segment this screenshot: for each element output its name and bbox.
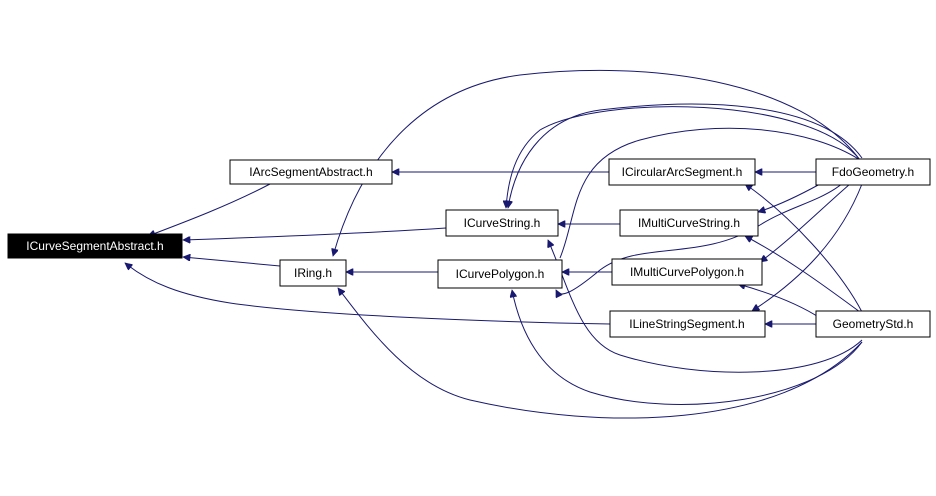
node-icurvestring[interactable]: ICurveString.h — [445, 209, 559, 237]
node-label: IRing.h — [294, 266, 332, 280]
edge-fdogeometry-to-icurvepolygon — [555, 159, 863, 294]
edge-fdogeometry-to-imulticurvestring — [758, 183, 821, 212]
node-label: IMultiCurveString.h — [638, 216, 740, 230]
node-label: ICurvePolygon.h — [456, 267, 545, 281]
node-imulticurvepolygon[interactable]: IMultiCurvePolygon.h — [611, 258, 763, 286]
edge-layer — [125, 69, 863, 419]
node-imulticurvestring[interactable]: IMultiCurveString.h — [619, 209, 759, 237]
edge-icurvestring-to-icurvesegmentabstract — [183, 227, 447, 240]
node-ilinestringsegment[interactable]: ILineStringSegment.h — [609, 310, 766, 338]
node-fdogeometry[interactable]: FdoGeometry.h — [815, 158, 931, 186]
node-icirculararcsegment[interactable]: ICircularArcSegment.h — [608, 158, 756, 186]
node-label: ICurveString.h — [464, 216, 541, 230]
edge-fdogeometry-to-icurvestring — [508, 103, 863, 208]
node-iarcsegmentabstract[interactable]: IArcSegmentAbstract.h — [229, 159, 393, 185]
edge-fdogeometry-to-imulticurvepolygon — [760, 183, 851, 262]
node-label: IMultiCurvePolygon.h — [630, 265, 744, 279]
edge-geometrystd-to-icurvestring — [548, 240, 863, 373]
edge-ilinestringsegment-to-icurvesegmentabstract — [125, 263, 611, 325]
edge-geometrystd-to-imulticurvestring — [745, 235, 861, 313]
edge-fdogeometry-to-ilinestringsegment — [752, 183, 863, 311]
edge-iarcsegmentabstract-to-icurvesegmentabstract — [148, 183, 271, 236]
edge-geometrystd-to-imulticurvepolygon — [738, 284, 821, 319]
node-label: ICircularArcSegment.h — [622, 165, 743, 179]
node-label: GeometryStd.h — [833, 317, 914, 331]
edge-geometrystd-to-icurvepolygon — [512, 290, 863, 405]
node-label: FdoGeometry.h — [832, 165, 914, 179]
edge-geometrystd-to-iring — [338, 288, 863, 419]
node-icurvepolygon[interactable]: ICurvePolygon.h — [437, 259, 563, 289]
node-label: IArcSegmentAbstract.h — [249, 165, 372, 179]
edge-geometrystd-to-icirculararcsegment — [745, 184, 863, 313]
node-layer: ICurveSegmentAbstract.h IArcSegmentAbstr… — [7, 158, 931, 338]
node-icurvesegmentabstract[interactable]: ICurveSegmentAbstract.h — [7, 233, 183, 259]
node-label: ILineStringSegment.h — [629, 317, 744, 331]
edge-iring-to-icurvesegmentabstract — [183, 257, 281, 267]
edge-fdogeometry-to-iring — [333, 69, 861, 256]
node-geometrystd[interactable]: GeometryStd.h — [815, 310, 931, 338]
node-label: ICurveSegmentAbstract.h — [26, 239, 163, 253]
node-iring[interactable]: IRing.h — [279, 259, 347, 287]
